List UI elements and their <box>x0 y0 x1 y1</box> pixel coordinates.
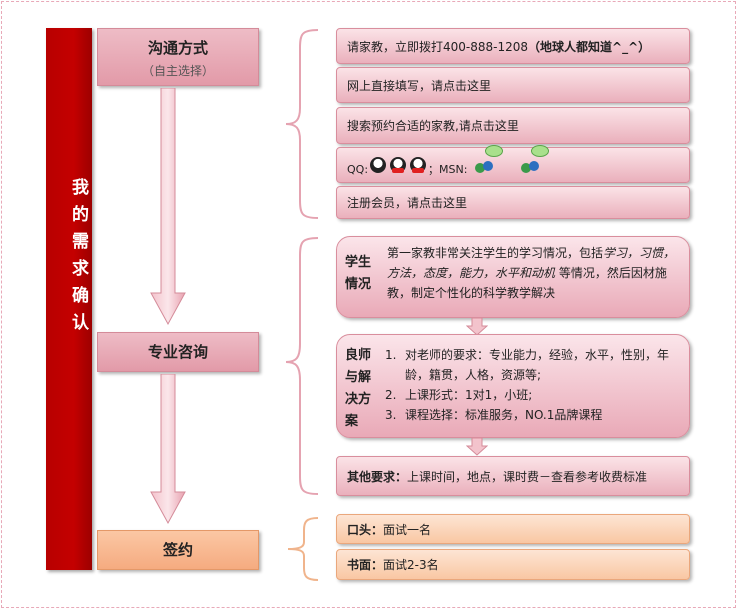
brace-consult <box>285 237 319 495</box>
down-arrow-icon <box>150 88 186 326</box>
solution-text-1: 对老师的要求：专业能力，经验，水平，性别，年龄，籍贯，人格，资源等; <box>405 348 670 382</box>
sign-oral-label: 口头： <box>347 522 384 537</box>
student-situation-head: 学生情况 <box>345 255 372 292</box>
solution-num-3: 3. <box>385 408 397 422</box>
solution-num-2: 2. <box>385 388 397 402</box>
msn-icon[interactable] <box>519 145 550 175</box>
contact-phone: 请家教，立即拨打400-888-1208（地球人都知道^_^） <box>336 28 690 64</box>
side-bar: 我的需求确认 <box>46 28 92 570</box>
contact-online-form[interactable]: 网上直接填写，请点击这里 <box>336 67 690 103</box>
sign-written-text: 面试2-3名 <box>383 558 439 572</box>
contact-online-form-link[interactable]: 网上直接填写，请点击这里 <box>347 78 492 93</box>
contact-search-tutor[interactable]: 搜索预约合适的家教,请点击这里 <box>336 107 690 144</box>
solution-item-2: 2. 上课形式：1对1，小班; <box>385 385 681 405</box>
msn-label: ；MSN: <box>428 163 468 176</box>
down-arrow-icon <box>150 374 186 525</box>
stage-consult-title: 专业咨询 <box>147 343 208 361</box>
sign-oral-text: 面试一名 <box>383 522 432 537</box>
solution-head: 良师与解决方案 <box>345 348 372 429</box>
student-text-emphasis: 学习，习惯，方法，态度，能力，水平和动机 <box>387 246 676 280</box>
stage-contact-subtitle: （自主选择） <box>141 64 214 78</box>
qq-icon[interactable] <box>390 157 407 173</box>
contact-phone-text: 请家教，立即拨打400-888-1208 <box>347 39 529 54</box>
stage-consult: 专业咨询 <box>97 332 259 372</box>
solution-text-2: 上课形式：1对1，小班; <box>405 388 533 402</box>
solution-block: 良师与解决方案 1. 对老师的要求：专业能力，经验，水平，性别，年龄，籍贯，人格… <box>336 334 690 438</box>
stage-sign-title: 签约 <box>162 541 193 559</box>
sign-oral: 口头：面试一名 <box>336 514 690 544</box>
solution-item-1: 1. 对老师的要求：专业能力，经验，水平，性别，年龄，籍贯，人格，资源等; <box>385 345 681 385</box>
contact-im: QQ: ；MSN: <box>336 145 690 183</box>
student-situation-block: 学生情况 第一家教非常关注学生的学习情况，包括学习，习惯，方法，态度，能力，水平… <box>336 236 690 318</box>
contact-search-tutor-link[interactable]: 搜索预约合适的家教,请点击这里 <box>347 119 519 133</box>
side-bar-label: 我的需求确认 <box>68 178 88 340</box>
student-situation-text: 第一家教非常关注学生的学习情况，包括学习，习惯，方法，态度，能力，水平和动机 等… <box>387 243 681 303</box>
solution-text-3: 课程选择：标准服务，NO.1品牌课程 <box>405 408 603 422</box>
stage-contact-title: 沟通方式 <box>147 39 208 57</box>
sign-written: 书面：面试2-3名 <box>336 549 690 580</box>
solution-list: 1. 对老师的要求：专业能力，经验，水平，性别，年龄，籍贯，人格，资源等; 2.… <box>385 345 681 425</box>
qq-icon[interactable] <box>370 157 387 173</box>
solution-num-1: 1. <box>385 348 397 362</box>
stage-sign: 签约 <box>97 530 259 570</box>
other-requirements[interactable]: 其他要求：上课时间，地点，课时费－查看参考收费标准 <box>336 456 690 496</box>
student-text-2: 等情况，然后因材施教，制定个性化的科学教学解决 <box>387 266 667 300</box>
other-requirements-text[interactable]: 上课时间，地点，课时费－查看参考收费标准 <box>407 469 648 484</box>
brace-sign <box>287 517 319 581</box>
other-requirements-label: 其他要求： <box>347 469 408 484</box>
solution-item-3: 3. 课程选择：标准服务，NO.1品牌课程 <box>385 405 681 425</box>
student-text-1: 第一家教非常关注学生的学习情况，包括 <box>387 246 604 260</box>
down-arrow-icon <box>466 318 488 336</box>
contact-register[interactable]: 注册会员，请点击这里 <box>336 186 690 219</box>
brace-contact <box>285 29 319 219</box>
qq-icon[interactable] <box>410 157 427 173</box>
sign-written-label: 书面： <box>347 558 384 572</box>
qq-label: QQ: <box>347 162 369 176</box>
contact-register-link[interactable]: 注册会员，请点击这里 <box>347 196 468 210</box>
contact-phone-note: （地球人都知道^_^） <box>528 39 651 54</box>
msn-icon[interactable] <box>473 145 504 175</box>
stage-contact: 沟通方式 （自主选择） <box>97 28 259 86</box>
down-arrow-icon <box>466 438 488 456</box>
